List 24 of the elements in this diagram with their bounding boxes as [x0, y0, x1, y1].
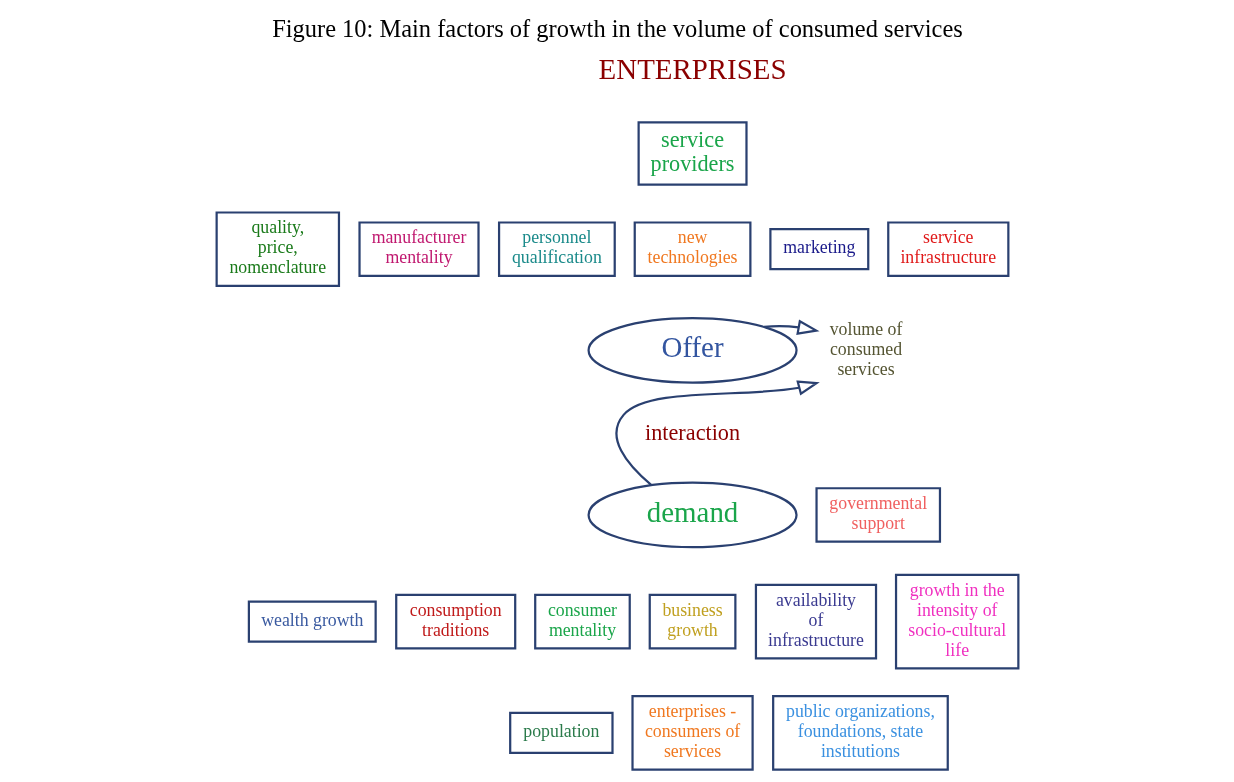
arrow [763, 319, 820, 335]
node-box: consumption traditions [394, 593, 516, 649]
node-box: service providers [637, 120, 748, 186]
node-box: population [508, 711, 614, 754]
node-box: marketing [768, 227, 869, 270]
label: interaction [644, 419, 740, 445]
node-box: manufacturer mentality [357, 220, 480, 277]
node-box: quality, price, nomenclature [215, 210, 340, 287]
node-ellipse: demand [587, 481, 798, 548]
label: ENTERPRISES [598, 52, 787, 85]
diagram-title: Figure 10: Main factors of growth in the volume of consumed services [271, 14, 963, 42]
arrow [614, 379, 820, 486]
node-box: business growth [648, 593, 736, 649]
node-box: public organizations, foundations, state institutions [771, 694, 949, 771]
node-box: service infrastructure [886, 220, 1009, 277]
node-box: governmental support [814, 486, 941, 543]
node-box: new technologies [633, 220, 751, 277]
node-box: wealth growth [247, 600, 377, 643]
node-box: personnel qualification [497, 220, 616, 277]
node-text: volume of consumed services [829, 318, 902, 379]
node-box: growth in the intensity of socio-cultural life [894, 573, 1019, 669]
node-box: enterprises - consumers of services [630, 694, 754, 771]
node-box: consumer mentality [533, 593, 631, 649]
node-box: availability of infrastructure [754, 583, 877, 659]
